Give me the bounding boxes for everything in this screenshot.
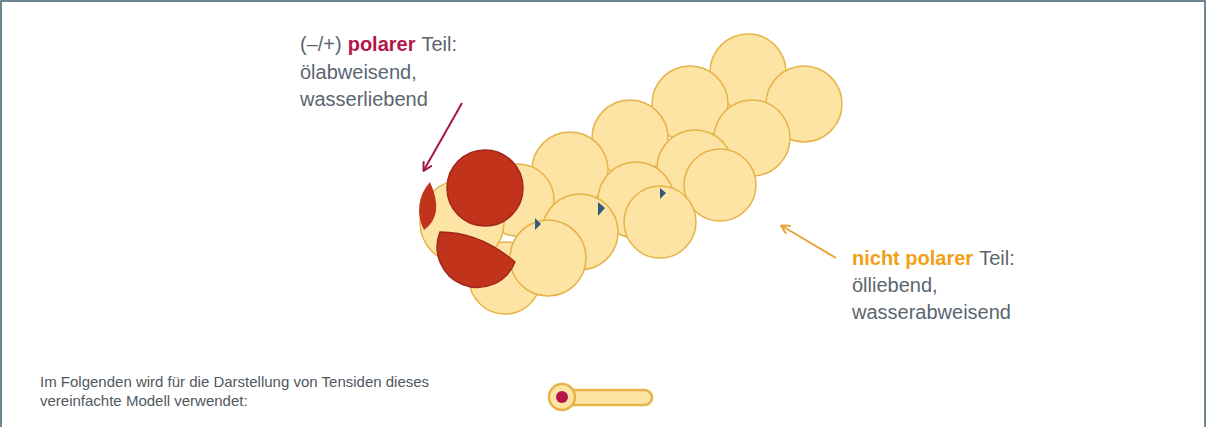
callout-label: nicht polarer — [852, 246, 973, 270]
callout-label: (–/+) — [300, 32, 342, 56]
note-text: Im Folgenden wird für die Darstellung vo… — [40, 372, 460, 410]
callout-label: wasserabweisend — [852, 300, 1011, 324]
tail-spheres — [469, 34, 842, 314]
callout-label: wasserliebend — [300, 87, 428, 111]
callout-label: ölabweisend, — [300, 60, 417, 84]
callout-label: Teil: — [979, 246, 1015, 270]
simplified-model — [549, 384, 652, 410]
gaps — [535, 188, 666, 230]
leader-arrow — [424, 103, 462, 170]
callout-label: polarer — [348, 32, 416, 56]
leader-arrow — [782, 226, 836, 258]
polar-head — [419, 150, 523, 287]
callout-label: Teil: — [422, 32, 458, 56]
callout-label: ölliebend, — [852, 273, 938, 297]
